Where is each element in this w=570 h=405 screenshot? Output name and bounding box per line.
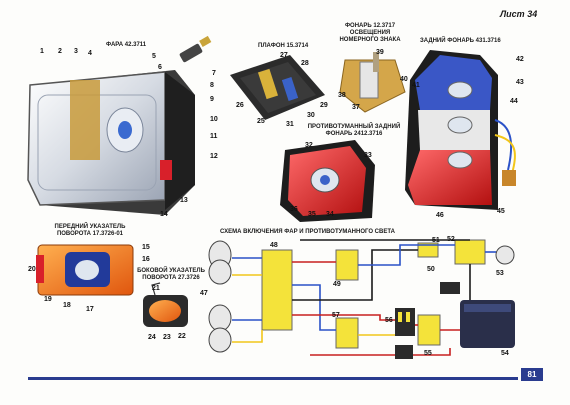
callout-23: 23	[163, 334, 171, 341]
scheme-fuse-block	[395, 308, 415, 336]
callout-44: 44	[510, 98, 518, 105]
plate-lamp-illustration	[339, 52, 406, 113]
title-rear-fog-line2: ФОНАРЬ 2412.3716	[325, 131, 383, 137]
callout-8: 8	[210, 82, 214, 89]
callout-15: 15	[142, 244, 150, 251]
callout-43: 43	[516, 79, 524, 86]
title-headlamp: ФАРА 42.3711	[106, 42, 147, 48]
title-rear-fog-line1: ПРОТИВОТУМАННЫЙ ЗАДНИЙ	[307, 124, 401, 130]
callout-12: 12	[210, 153, 218, 160]
callout-55: 55	[424, 350, 432, 357]
callout-10: 10	[210, 116, 218, 123]
callout-57: 57	[332, 312, 340, 319]
callout-16: 16	[142, 256, 150, 263]
callout-35: 35	[308, 211, 316, 218]
callout-1: 1	[40, 48, 44, 55]
title-side-indicator-line1: БОКОВОЙ УКАЗАТЕЛЬ	[137, 268, 205, 274]
callout-41: 41	[412, 82, 420, 89]
callout-46: 46	[436, 212, 444, 219]
callout-32: 32	[305, 142, 313, 149]
title-front-indicator-line1: ПЕРЕДНИЙ УКАЗАТЕЛЬ	[54, 224, 126, 230]
callout-29: 29	[320, 102, 328, 109]
callout-25: 25	[257, 118, 265, 125]
callout-26: 26	[236, 102, 244, 109]
callout-48: 48	[270, 242, 278, 249]
callout-4: 4	[88, 50, 92, 57]
scheme-fog-lamp	[495, 245, 515, 265]
footer-rule	[28, 377, 518, 380]
scheme-wires	[232, 239, 496, 356]
scheme-headlamps	[208, 240, 232, 353]
rear-lamp-illustration	[405, 50, 516, 210]
title-rear-fog: ПРОТИВОТУМАННЫЙ ЗАДНИЙ ФОНАРЬ 2412.3716	[306, 124, 402, 138]
callout-28: 28	[301, 60, 309, 67]
callout-9: 9	[210, 96, 214, 103]
callout-50: 50	[427, 266, 435, 273]
title-front-indicator-line2: ПОВОРОТА 17.3726-01	[56, 231, 124, 237]
callout-21: 21	[152, 285, 160, 292]
callout-11: 11	[210, 133, 218, 140]
headlamp-bulb	[179, 35, 212, 63]
callout-19: 19	[44, 296, 52, 303]
callout-13: 13	[180, 197, 188, 204]
title-ceiling-lamp: ПЛАФОН 15.3714	[258, 43, 309, 49]
callout-33: 33	[364, 152, 372, 159]
callout-36: 36	[290, 206, 298, 213]
callout-39: 39	[376, 49, 384, 56]
sheet-label: Лист 34	[500, 9, 538, 19]
wiring-scheme	[208, 239, 515, 359]
callout-34: 34	[326, 211, 334, 218]
callout-7: 7	[212, 70, 216, 77]
callout-2: 2	[58, 48, 62, 55]
scheme-battery	[460, 300, 515, 348]
callout-20: 20	[28, 266, 36, 273]
title-front-indicator: ПЕРЕДНИЙ УКАЗАТЕЛЬ ПОВОРОТА 17.3726-01	[50, 224, 130, 238]
side-indicator-illustration	[143, 282, 188, 327]
callout-38: 38	[338, 92, 346, 99]
callout-37: 37	[352, 104, 360, 111]
callout-14: 14	[160, 211, 168, 218]
callout-6: 6	[158, 64, 162, 71]
callout-22: 22	[178, 333, 186, 340]
callout-30: 30	[307, 112, 315, 119]
title-side-indicator: БОКОВОЙ УКАЗАТЕЛЬ ПОВОРОТА 27.3726	[133, 268, 209, 282]
callout-56: 56	[385, 317, 393, 324]
headlamp-illustration	[27, 35, 212, 215]
callout-3: 3	[74, 48, 78, 55]
callout-53: 53	[496, 270, 504, 277]
rear-fog-illustration	[280, 140, 375, 222]
callout-54: 54	[501, 350, 509, 357]
callout-49: 49	[333, 281, 341, 288]
title-rear-lamp: ЗАДНИЙ ФОНАРЬ 431.3716	[420, 38, 501, 44]
page-number: 81	[521, 368, 543, 381]
title-plate-lamp-line2: ОСВЕЩЕНИЯ	[349, 30, 391, 36]
callout-42: 42	[516, 56, 524, 63]
front-indicator-illustration	[36, 244, 134, 296]
title-plate-lamp: ФОНАРЬ 12.3717 ОСВЕЩЕНИЯ НОМЕРНОГО ЗНАКА	[330, 23, 410, 44]
ceiling-lamp-illustration	[230, 55, 325, 120]
callout-51: 51	[432, 237, 440, 244]
scheme-relays	[261, 239, 486, 349]
title-scheme: СХЕМА ВКЛЮЧЕНИЯ ФАР И ПРОТИВОТУМАННОГО С…	[220, 229, 395, 235]
callout-18: 18	[63, 302, 71, 309]
callout-40: 40	[400, 76, 408, 83]
scheme-switch	[395, 282, 460, 359]
callout-24: 24	[148, 334, 156, 341]
callout-27: 27	[280, 52, 288, 59]
callout-5: 5	[152, 53, 156, 60]
callout-45: 45	[497, 208, 505, 215]
title-plate-lamp-line1: ФОНАРЬ 12.3717	[344, 23, 396, 29]
title-plate-lamp-line3: НОМЕРНОГО ЗНАКА	[339, 37, 401, 43]
title-side-indicator-line2: ПОВОРОТА 27.3726	[142, 275, 200, 281]
callout-31: 31	[286, 121, 294, 128]
callout-47: 47	[200, 290, 208, 297]
callout-52: 52	[447, 236, 455, 243]
callout-17: 17	[86, 306, 94, 313]
